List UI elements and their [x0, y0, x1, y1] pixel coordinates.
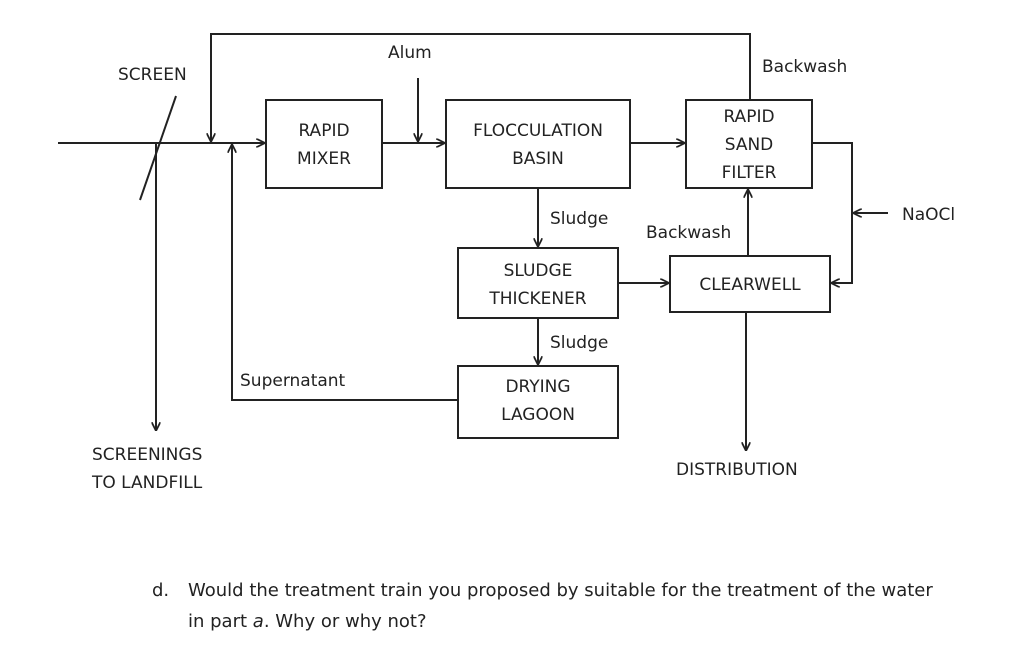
flocculation-basin-label-line-2: BASIN — [512, 149, 564, 169]
filter-to-clearwell-arrow — [812, 142, 853, 283]
screenings-label-line-1: SCREENINGS — [92, 445, 202, 465]
rapid-sand-filter-label-line-1: RAPID — [723, 107, 774, 127]
clearwell-label: CLEARWELL — [699, 275, 801, 295]
sludge-label-2: Sludge — [550, 333, 608, 353]
supernatant-return-arrow — [232, 145, 458, 401]
flocculation-basin-label-line-1: FLOCCULATION — [473, 121, 603, 141]
rapid-sand-filter-box — [685, 99, 813, 189]
question-d: d. Would the treatment train you proposed… — [152, 575, 972, 637]
drying-lagoon-box — [457, 365, 619, 439]
alum-label: Alum — [388, 43, 432, 63]
screen-mark — [139, 95, 177, 201]
supernatant-label: Supernatant — [240, 371, 346, 391]
question-text-line-2-suffix: . Why or why not? — [263, 611, 427, 632]
backwash-return-arrow — [211, 33, 751, 141]
flocculation-basin-box — [445, 99, 631, 189]
drying-lagoon-label-line-2: LAGOON — [501, 405, 575, 425]
sludge-label-1: Sludge — [550, 209, 608, 229]
question-line-1: d. Would the treatment train you proposed… — [152, 575, 972, 606]
rapid-sand-filter-label-line-2: SAND — [725, 135, 774, 155]
backwash-mid-label: Backwash — [646, 223, 731, 243]
sludge-thickener-label-line-1: SLUDGE — [504, 261, 573, 281]
backwash-top-label: Backwash — [762, 57, 847, 77]
rapid-mixer-label-line-1: RAPID — [298, 121, 349, 141]
rapid-mixer-box — [265, 99, 383, 189]
distribution-label: DISTRIBUTION — [676, 460, 798, 480]
screenings-label-line-2: TO LANDFILL — [91, 473, 203, 493]
drying-lagoon-label-line-1: DRYING — [505, 377, 570, 397]
screen-label: SCREEN — [118, 65, 187, 85]
clearwell-box — [669, 255, 831, 313]
question-text-line-1: Would the treatment train you proposed b… — [188, 580, 933, 601]
question-text-line-2-prefix: in part — [188, 611, 253, 632]
sludge-thickener-label-line-2: THICKENER — [488, 289, 586, 309]
rapid-sand-filter-label-line-3: FILTER — [722, 163, 777, 183]
sludge-thickener-box — [457, 247, 619, 319]
question-letter: d. — [152, 580, 170, 601]
rapid-mixer-label-line-2: MIXER — [297, 149, 351, 169]
question-line-2: in part a. Why or why not? — [152, 606, 972, 637]
naocl-label: NaOCl — [902, 205, 955, 225]
question-part-reference: a — [252, 611, 264, 632]
